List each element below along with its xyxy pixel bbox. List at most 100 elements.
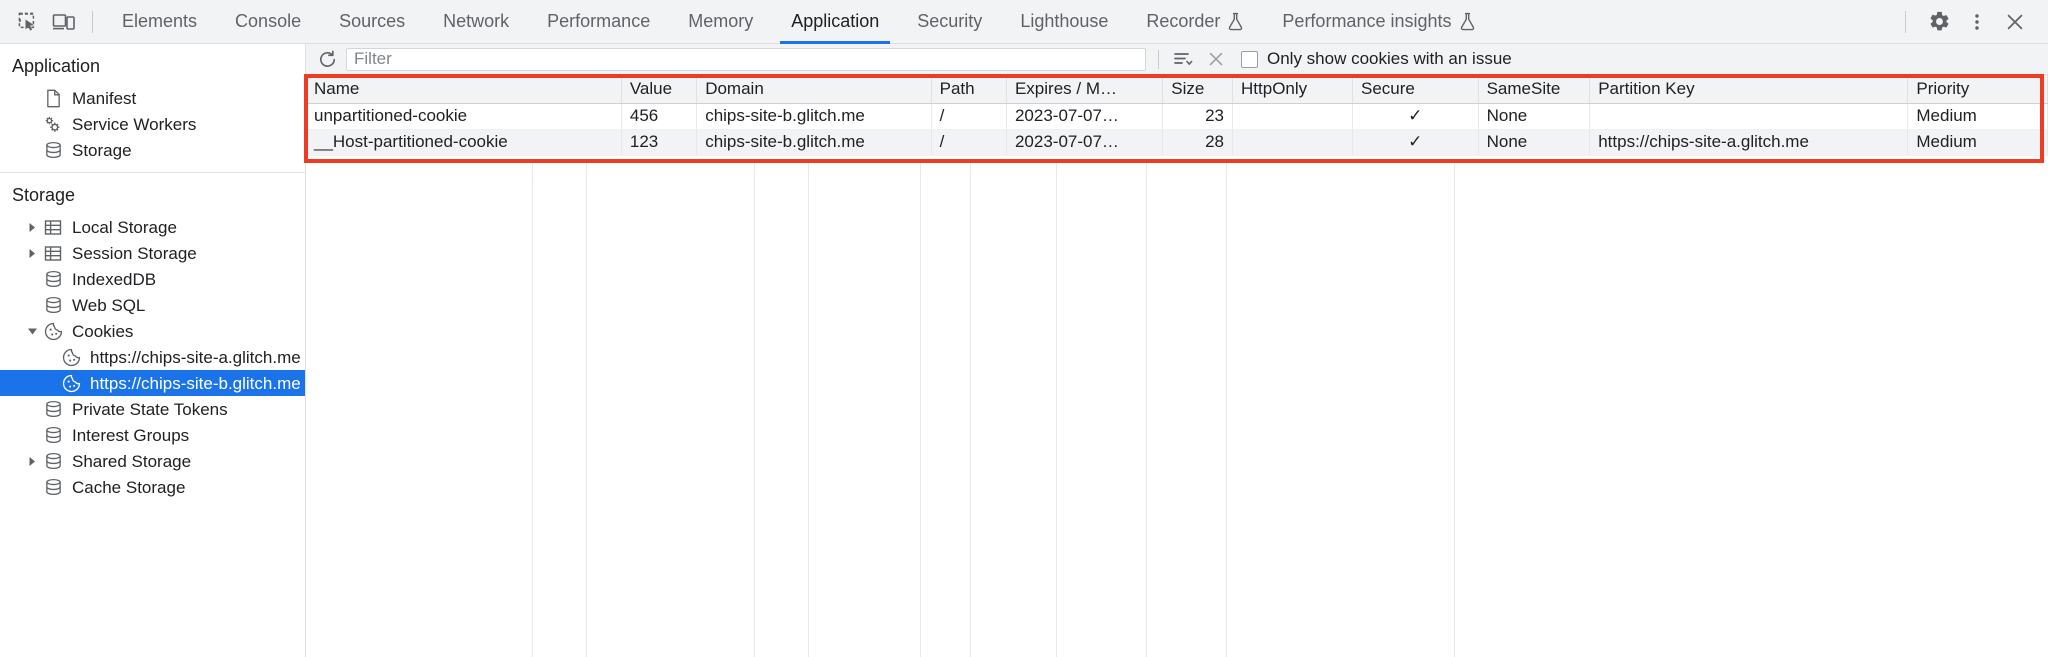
database-icon [42, 296, 64, 314]
sidebar-item-label: Session Storage [72, 243, 197, 263]
sidebar-item-label: Private State Tokens [72, 399, 228, 419]
sidebar-item-label: Shared Storage [72, 451, 192, 471]
issue-filter-checkbox[interactable] [1241, 50, 1258, 68]
tab-label: Elements [122, 11, 198, 31]
cell-size: 28 [1162, 129, 1234, 156]
toolbar-divider [1158, 49, 1159, 69]
column-header-path[interactable]: Path [931, 75, 1007, 104]
sidebar-item-shared-storage[interactable]: Shared Storage [0, 448, 305, 474]
tab-application[interactable]: Application [772, 0, 898, 44]
cell-httponly [1232, 129, 1354, 156]
cell-samesite: None [1478, 129, 1591, 156]
tab-security[interactable]: Security [898, 0, 1001, 44]
cell-priority: Medium [1907, 129, 2048, 156]
sidebar-item-indexeddb[interactable]: IndexedDB [0, 266, 305, 292]
sidebar-item-label: Service Workers [72, 114, 197, 134]
column-header-expires[interactable]: Expires / M… [1006, 75, 1164, 104]
sidebar-item-label: Cookies [72, 321, 134, 341]
sidebar-item-web-sql[interactable]: Web SQL [0, 292, 305, 318]
cookie-icon [42, 322, 64, 340]
chevron-down-icon[interactable] [24, 323, 40, 339]
sidebar-item-service-workers[interactable]: Service Workers [0, 111, 305, 137]
tab-memory[interactable]: Memory [669, 0, 772, 44]
cell-partition-key [1589, 103, 1909, 130]
tab-label: Recorder [1146, 11, 1221, 31]
sidebar-item-cookies-chips-site-a[interactable]: https://chips-site-a.glitch.me [0, 344, 305, 370]
column-header-partition-key[interactable]: Partition Key [1589, 75, 1909, 104]
column-header-httponly[interactable]: HttpOnly [1232, 75, 1354, 104]
sidebar-item-local-storage[interactable]: Local Storage [0, 214, 305, 240]
inspect-element-icon[interactable] [10, 7, 46, 37]
clear-all-cookies-icon[interactable] [1203, 46, 1229, 72]
column-header-size[interactable]: Size [1162, 75, 1234, 104]
tab-elements[interactable]: Elements [103, 0, 216, 44]
cell-expires: 2023-07-07… [1006, 103, 1164, 130]
experiment-flask-icon [1227, 12, 1244, 31]
sidebar-item-storage[interactable]: Storage [0, 137, 305, 163]
sidebar-item-label: Local Storage [72, 217, 177, 237]
refresh-icon[interactable] [314, 46, 340, 72]
issue-filter-checkbox-wrap[interactable]: Only show cookies with an issue [1241, 49, 1512, 69]
sidebar-item-cookies[interactable]: Cookies [0, 318, 305, 344]
cell-path: / [931, 103, 1007, 130]
cookie-icon [60, 348, 82, 366]
tab-recorder[interactable]: Recorder [1127, 0, 1263, 44]
sidebar-item-label: https://chips-site-a.glitch.me [90, 347, 301, 367]
tab-label: Console [235, 11, 302, 31]
chevron-right-icon[interactable] [24, 453, 40, 469]
tab-performance[interactable]: Performance [528, 0, 669, 44]
cell-value: 456 [621, 103, 698, 130]
tab-lighthouse[interactable]: Lighthouse [1001, 0, 1127, 44]
sidebar-item-label: Storage [72, 140, 132, 160]
column-header-priority[interactable]: Priority [1907, 75, 2048, 104]
column-header-samesite[interactable]: SameSite [1478, 75, 1591, 104]
column-header-value[interactable]: Value [621, 75, 698, 104]
sidebar-item-interest-groups[interactable]: Interest Groups [0, 422, 305, 448]
storage-section-title: Storage [12, 185, 76, 205]
chevron-right-icon[interactable] [24, 245, 40, 261]
cell-priority: Medium [1907, 103, 2048, 130]
cell-domain: chips-site-b.glitch.me [696, 129, 932, 156]
issue-filter-label: Only show cookies with an issue [1267, 49, 1512, 68]
application-sidebar: Application Manifest [0, 44, 306, 657]
tab-label: Performance [547, 11, 651, 31]
column-header-domain[interactable]: Domain [696, 75, 932, 104]
cookies-grid: Name Value Domain Path Expires / M… Size… [306, 75, 2048, 657]
tab-label: Network [443, 11, 510, 31]
cookies-table: Name Value Domain Path Expires / M… Size… [306, 75, 2048, 156]
sidebar-item-label: https://chips-site-b.glitch.me [90, 373, 301, 393]
cell-expires: 2023-07-07… [1006, 129, 1164, 156]
tab-console[interactable]: Console [216, 0, 320, 44]
table-row[interactable]: unpartitioned-cookie 456 chips-site-b.gl… [306, 103, 2048, 130]
tab-label: Application [791, 11, 880, 31]
chevron-right-icon[interactable] [24, 219, 40, 235]
tab-network[interactable]: Network [424, 0, 528, 44]
device-toolbar-icon[interactable] [46, 7, 82, 37]
sidebar-item-cache-storage[interactable]: Cache Storage [0, 474, 305, 500]
sidebar-item-cookies-chips-site-b[interactable]: https://chips-site-b.glitch.me [0, 370, 305, 396]
more-options-icon[interactable] [1958, 3, 1996, 41]
actions-divider [1905, 10, 1906, 33]
table-icon [42, 218, 64, 236]
column-header-secure[interactable]: Secure [1352, 75, 1479, 104]
tab-sources[interactable]: Sources [320, 0, 424, 44]
table-header-row: Name Value Domain Path Expires / M… Size… [306, 75, 2048, 104]
sidebar-item-session-storage[interactable]: Session Storage [0, 240, 305, 266]
filter-input[interactable] [346, 47, 1146, 71]
table-row[interactable]: __Host-partitioned-cookie 123 chips-site… [306, 129, 2048, 156]
tab-performance-insights[interactable]: Performance insights [1263, 0, 1494, 44]
cell-httponly [1232, 103, 1354, 130]
sidebar-item-private-state-tokens[interactable]: Private State Tokens [0, 396, 305, 422]
database-icon [42, 400, 64, 418]
sidebar-item-manifest[interactable]: Manifest [0, 85, 305, 111]
cell-secure: ✓ [1352, 129, 1479, 156]
close-icon[interactable] [1996, 3, 2034, 41]
sidebar-item-label: Interest Groups [72, 425, 190, 445]
database-icon [42, 426, 64, 444]
gear-icon[interactable] [1920, 3, 1958, 41]
tab-label: Sources [339, 11, 406, 31]
column-header-name[interactable]: Name [306, 75, 622, 104]
clear-filter-icon[interactable] [1171, 46, 1197, 72]
tab-label: Lighthouse [1020, 11, 1109, 31]
database-icon [42, 141, 64, 159]
